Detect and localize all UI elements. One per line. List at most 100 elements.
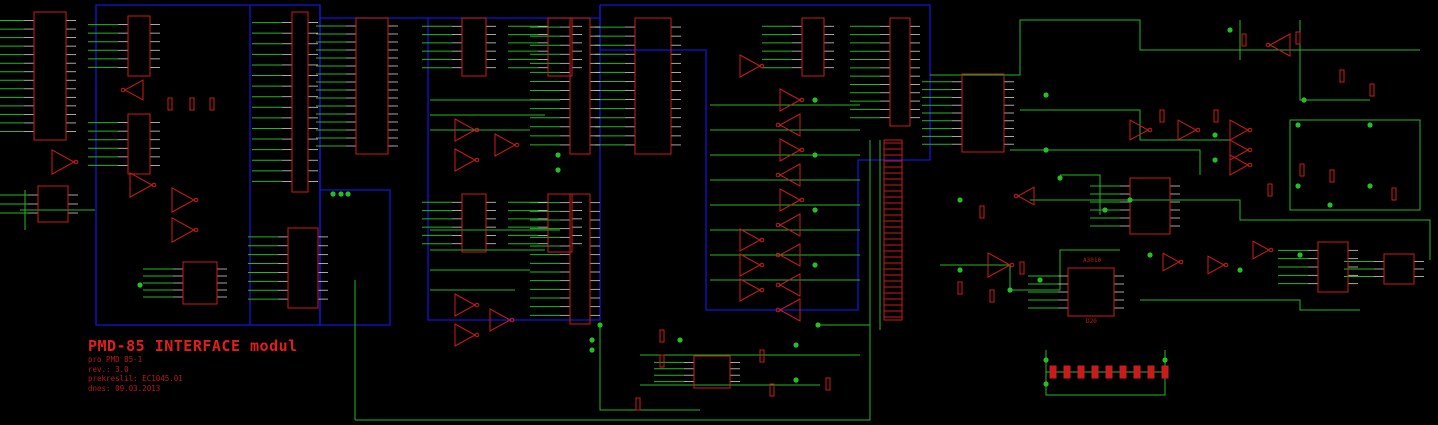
junction-layer <box>137 27 1373 387</box>
inverter-bubble <box>1223 262 1229 268</box>
buffer-gate <box>1207 255 1226 275</box>
resistor-pack <box>1046 365 1169 379</box>
inverter-bubble <box>1247 162 1253 168</box>
inverter-bubble <box>1195 127 1201 133</box>
title-line-4: dnes: 09.03.2013 <box>88 383 161 393</box>
inverter-bubble <box>775 172 781 178</box>
resistor <box>1019 261 1025 275</box>
inverter-bubble <box>120 87 126 93</box>
buffer-gate <box>454 148 477 172</box>
inverter-bubble <box>775 222 781 228</box>
part-label-d20: D20 <box>1086 318 1097 325</box>
ic-package <box>182 261 218 305</box>
pack-resistor <box>1161 365 1169 379</box>
ic-package <box>1317 241 1349 293</box>
resistor <box>979 205 985 219</box>
ic-package <box>569 17 591 155</box>
junction-dot <box>555 152 561 158</box>
ic-package <box>569 193 591 325</box>
buffer-gate <box>123 79 144 101</box>
resistor <box>989 289 995 303</box>
junction-dot <box>1007 287 1013 293</box>
ic-package <box>461 193 487 253</box>
resistor <box>1339 69 1345 83</box>
junction-dot <box>330 191 336 197</box>
ic-package <box>127 113 151 175</box>
ic-package <box>634 17 672 155</box>
buffer-gate <box>779 138 802 162</box>
junction-dot <box>677 337 683 343</box>
inverter-bubble <box>1247 127 1253 133</box>
inverter-bubble <box>759 287 765 293</box>
pin-layer <box>24 20 1424 383</box>
junction-dot <box>1043 147 1049 153</box>
junction-dot <box>1227 27 1233 33</box>
inverter-bubble <box>775 252 781 258</box>
inverter-bubble <box>775 282 781 288</box>
junction-dot <box>1327 202 1333 208</box>
buffer-gate <box>987 252 1012 278</box>
junction-dot <box>793 377 799 383</box>
ic-package <box>693 355 731 389</box>
buffer-gate <box>778 163 801 187</box>
resistor <box>635 397 641 411</box>
junction-dot <box>793 342 799 348</box>
junction-dot <box>1147 252 1153 258</box>
resistor <box>957 281 963 295</box>
junction-dot <box>1037 277 1043 283</box>
buffer-gate <box>778 213 801 237</box>
junction-dot <box>1127 197 1133 203</box>
buffer-gate <box>1177 119 1198 141</box>
inverter-bubble <box>474 157 480 163</box>
buffer-gate <box>129 172 154 198</box>
resistor <box>769 383 775 397</box>
ic-package <box>547 193 573 253</box>
junction-dot <box>1367 122 1373 128</box>
inverter-bubble <box>1147 127 1153 133</box>
buffer-gate <box>778 243 801 267</box>
junction-dot <box>957 267 963 273</box>
resistor <box>1267 183 1273 197</box>
ic-package <box>547 17 573 77</box>
buffer-gate <box>739 228 762 252</box>
junction-dot <box>1057 175 1063 181</box>
junction-dot <box>1212 132 1218 138</box>
ic-package <box>127 15 151 77</box>
junction-dot <box>1295 183 1301 189</box>
buffer-gate <box>1129 119 1150 141</box>
inverter-bubble <box>775 307 781 313</box>
buffer-gate <box>454 293 477 317</box>
inverter-bubble <box>1268 247 1274 253</box>
pack-resistor <box>1049 365 1057 379</box>
inverter-bubble <box>509 317 515 323</box>
inverter-bubble <box>759 63 765 69</box>
junction-dot <box>1162 357 1168 363</box>
inverter-bubble <box>193 197 199 203</box>
inverter-bubble <box>799 197 805 203</box>
buffer-gate <box>171 187 196 213</box>
inverter-bubble <box>193 227 199 233</box>
title-line-2: rev.: 3.0 <box>88 364 129 374</box>
inverter-bubble <box>759 237 765 243</box>
inverter-bubble <box>514 142 520 148</box>
buffer-gate <box>739 278 762 302</box>
pack-resistor <box>1147 365 1155 379</box>
drawing-title: PMD-85 INTERFACE modul <box>88 337 298 355</box>
ic-package <box>37 185 69 223</box>
pack-resistor <box>1077 365 1085 379</box>
bus-outline <box>95 4 931 326</box>
junction-dot <box>1367 183 1373 189</box>
junction-dot <box>137 282 143 288</box>
resistor <box>659 329 665 343</box>
buffer-gate <box>778 113 801 137</box>
inverter-bubble <box>1265 42 1271 48</box>
inverter-bubble <box>1009 262 1015 268</box>
junction-dot <box>1297 252 1303 258</box>
inverter-bubble <box>759 262 765 268</box>
ic-package <box>291 11 309 193</box>
inverter-bubble <box>474 127 480 133</box>
gate-layer <box>51 33 1291 347</box>
title-line-1: pro PMD 85-1 <box>88 355 143 364</box>
junction-dot <box>1295 122 1301 128</box>
junction-dot <box>1212 157 1218 163</box>
